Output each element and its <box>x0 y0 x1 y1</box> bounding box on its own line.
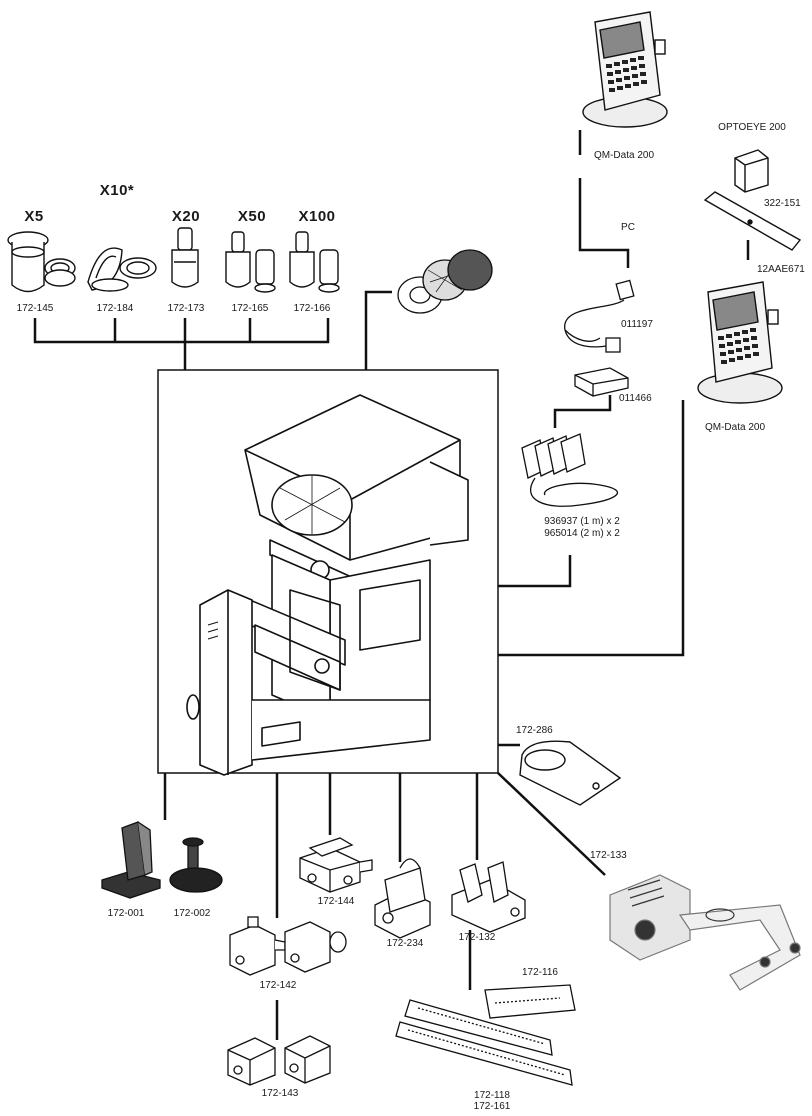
objective-x20-part: 172-173 <box>168 303 205 315</box>
cable-011197-label: 011197 <box>621 319 653 331</box>
objective-x50-part: 172-165 <box>232 303 269 315</box>
objective-x20-illustration <box>172 228 198 287</box>
optoeye-title: OPTOEYE 200 <box>718 122 786 134</box>
objective-x50-illustration <box>226 232 275 292</box>
objective-x100-mag: X100 <box>298 208 335 225</box>
part-172-143-label: 172-143 <box>262 1088 299 1100</box>
projection-screens-illustration <box>398 250 492 313</box>
qm-data-top-illustration <box>583 12 667 127</box>
holder-with-clamp-illustration <box>375 859 430 938</box>
objective-x100-illustration <box>290 232 339 292</box>
v-block-stand-illustration <box>170 838 222 892</box>
sensor-cables-illustration <box>522 434 617 506</box>
part-172-286-label: 172-286 <box>516 725 553 737</box>
sensor-cables-label-1: 936937 (1 m) x 2 <box>544 516 620 528</box>
qm-data-right-label: QM-Data 200 <box>705 422 765 434</box>
objective-x50-mag: X50 <box>238 208 266 225</box>
objective-x5-mag: X5 <box>24 208 43 225</box>
bracket-part: 12AAE671 <box>757 264 805 276</box>
part-172-132-label: 172-132 <box>459 932 496 944</box>
part-172-133-label: 172-133 <box>590 850 627 862</box>
rotary-table-illustration <box>610 875 800 990</box>
glass-scales-illustration <box>396 985 575 1085</box>
glass-plate-illustration <box>520 741 620 805</box>
objective-lenses <box>8 228 339 292</box>
part-172-161-label: 172-161 <box>474 1101 511 1113</box>
sensor-cables-label-2: 965014 (2 m) x 2 <box>544 528 620 540</box>
part-172-116-label: 172-116 <box>522 967 558 979</box>
objective-x10-mag: X10* <box>100 182 135 199</box>
box-011466-label: 011466 <box>619 393 652 405</box>
qm-data-right-illustration <box>698 282 782 403</box>
part-172-234-label: 172-234 <box>387 938 424 950</box>
centers-pair-illustration <box>230 917 346 975</box>
objective-x20-mag: X20 <box>172 208 200 225</box>
objective-x10-part: 172-184 <box>97 303 134 315</box>
part-172-144-label: 172-144 <box>318 896 355 908</box>
center-support-pair-illustration <box>228 1036 330 1085</box>
part-172-142-label: 172-142 <box>260 980 297 992</box>
qm-data-top-label: QM-Data 200 <box>594 150 654 162</box>
objective-x5-illustration <box>8 232 75 292</box>
cable-011197-illustration <box>565 280 634 352</box>
v-block-holder-illustration <box>452 862 525 932</box>
interface-box-illustration <box>575 368 628 396</box>
part-172-002-label: 172-002 <box>174 908 211 920</box>
vise-illustration <box>300 838 372 892</box>
objective-x5-part: 172-145 <box>17 303 54 315</box>
pc-label: PC <box>621 222 635 234</box>
centers-support-illustration <box>102 822 160 898</box>
objective-x10-illustration <box>88 248 156 291</box>
objective-x100-part: 172-166 <box>294 303 331 315</box>
part-172-001-label: 172-001 <box>108 908 145 920</box>
optoeye-part: 322-151 <box>764 198 801 210</box>
